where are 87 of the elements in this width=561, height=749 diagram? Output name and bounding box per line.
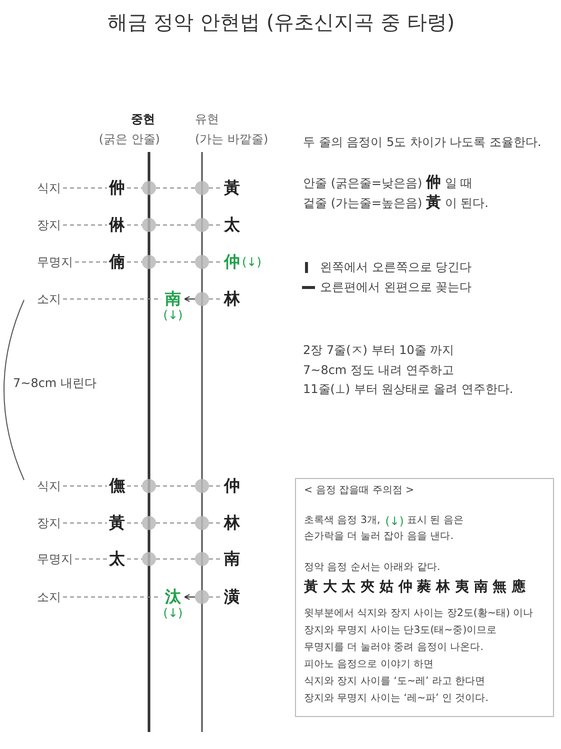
panel-heading: < 음정 잡을때 주의점 >: [304, 484, 414, 498]
position-dot-icon: [195, 255, 209, 269]
note-text: 장지와 무명지 사이는 ‘레~파’ 인 것이다.: [304, 692, 488, 706]
pitch-down-mark: (↓): [163, 308, 183, 322]
note-text: 정악 음정 순서는 아래와 같다.: [304, 561, 440, 575]
dashed-connector: [156, 558, 196, 560]
note-text: 2장 7줄(ㅈ) 부터 10줄 까지: [303, 342, 454, 358]
finger-label: 무명지: [37, 254, 73, 270]
string-heading: 중현: [131, 111, 155, 127]
pitch-character: 仲: [224, 253, 240, 271]
pitch-character: 林: [224, 290, 240, 308]
dashed-connector: [74, 558, 108, 560]
position-dot-icon: [195, 590, 209, 604]
finger-label: 소지: [37, 589, 61, 605]
pitch-character: 黃: [109, 514, 125, 532]
string-subheading: (가는 바깥줄): [195, 131, 268, 147]
pitch-character: 㑖: [109, 179, 125, 197]
finger-label: 장지: [37, 515, 61, 531]
dashed-connector: [126, 224, 142, 226]
dashed-connector: [208, 298, 222, 300]
note-text: 표시 된 음은: [406, 514, 464, 528]
dashed-connector: [156, 224, 196, 226]
dashed-connector: [208, 224, 222, 226]
pitch-down-mark: (↓): [242, 255, 262, 269]
note-text: 7~8cm 정도 내려 연주하고: [303, 362, 454, 378]
position-dot-icon: [142, 255, 156, 269]
pitch-character: 㑣: [109, 216, 125, 234]
note-text: 11줄(⊥) 부터 원상태로 올려 연주한다.: [303, 381, 514, 397]
legend-text: 왼쪽에서 오른쪽으로 당긴다: [320, 259, 472, 275]
position-dot-icon: [195, 479, 209, 493]
note-text: 초록색 음정 3개,: [304, 514, 380, 528]
dashed-connector: [62, 596, 162, 598]
arrow: [184, 296, 196, 302]
note-text: 식지와 장지 사이를 ‘도~레’ 라고 한다면: [304, 675, 486, 689]
dashed-connector: [208, 596, 222, 598]
dashed-connector: [126, 558, 142, 560]
finger-label: 무명지: [37, 551, 73, 567]
note-text: 피아노 음정으로 이야기 하면: [304, 658, 434, 672]
position-dot-icon: [142, 552, 156, 566]
finger-label: 식지: [37, 478, 61, 494]
pitch-character: 潢: [224, 588, 240, 606]
note-panel: [295, 478, 554, 717]
pitch-character: 㑲: [109, 253, 125, 271]
note-text: 겉줄 (가는줄=높은음) 黃 이 된다.: [303, 194, 488, 211]
dashed-connector: [62, 224, 108, 226]
position-dot-icon: [195, 181, 209, 195]
pitch-character: 林: [224, 514, 240, 532]
pitch-character: 太: [224, 216, 240, 234]
dashed-connector: [62, 522, 108, 524]
note-text: 장지와 무명지 사이는 단3도(태~중)이므로: [304, 624, 497, 638]
pitch-character: 黃: [224, 179, 240, 197]
dashed-connector: [62, 298, 162, 300]
position-dot-icon: [195, 218, 209, 232]
pitch-down-mark: (↓): [385, 513, 404, 529]
string-heading: 유현: [195, 111, 219, 127]
position-dot-icon: [195, 292, 209, 306]
pitch-character: 㒇: [109, 477, 125, 495]
position-dot-icon: [142, 218, 156, 232]
position-dot-icon: [142, 479, 156, 493]
legend-text: 오른편에서 왼편으로 꽂는다: [320, 279, 472, 295]
dashed-connector: [208, 558, 222, 560]
finger-label: 소지: [37, 291, 61, 307]
pitch-character: 太: [109, 550, 125, 568]
position-dot-icon: [195, 552, 209, 566]
note-text: 무명지를 더 눌러야 중려 음정이 나온다.: [304, 641, 484, 655]
bracket-label: 7~8cm 내린다: [13, 375, 96, 391]
note-text: 안줄 (굵은줄=낮은음) 㑖 일 때: [303, 174, 473, 191]
position-dot-icon: [195, 516, 209, 530]
pitch-character: 南: [224, 550, 240, 568]
arrow: [184, 594, 196, 600]
pitch-character: 仲: [224, 477, 240, 495]
finger-label: 식지: [37, 180, 61, 196]
string-subheading: (굵은 안줄): [98, 131, 160, 147]
position-dot-icon: [142, 516, 156, 530]
note-text: 손가락을 더 눌러 잡아 음을 낸다.: [304, 530, 454, 544]
finger-label: 장지: [37, 217, 61, 233]
dashed-connector: [208, 522, 222, 524]
pitch-character: 汰: [164, 588, 181, 606]
note-text: 윗부분에서 식지와 장지 사이는 장2도(황~태) 이나: [304, 607, 534, 621]
dashed-connector: [126, 522, 142, 524]
diagram-title: 해금 정악 안현법 (유초신지곡 중 타령): [107, 10, 455, 34]
pitch-character: 南: [164, 290, 181, 308]
dashed-connector: [156, 522, 196, 524]
note-text: 두 줄의 음정이 5도 차이가 나도록 조율한다.: [303, 134, 542, 150]
pitch-sequence: 黃 大 太 夾 姑 仲 蕤 林 夷 南 無 應: [304, 578, 526, 597]
pitch-down-mark: (↓): [163, 606, 183, 620]
position-dot-icon: [142, 181, 156, 195]
